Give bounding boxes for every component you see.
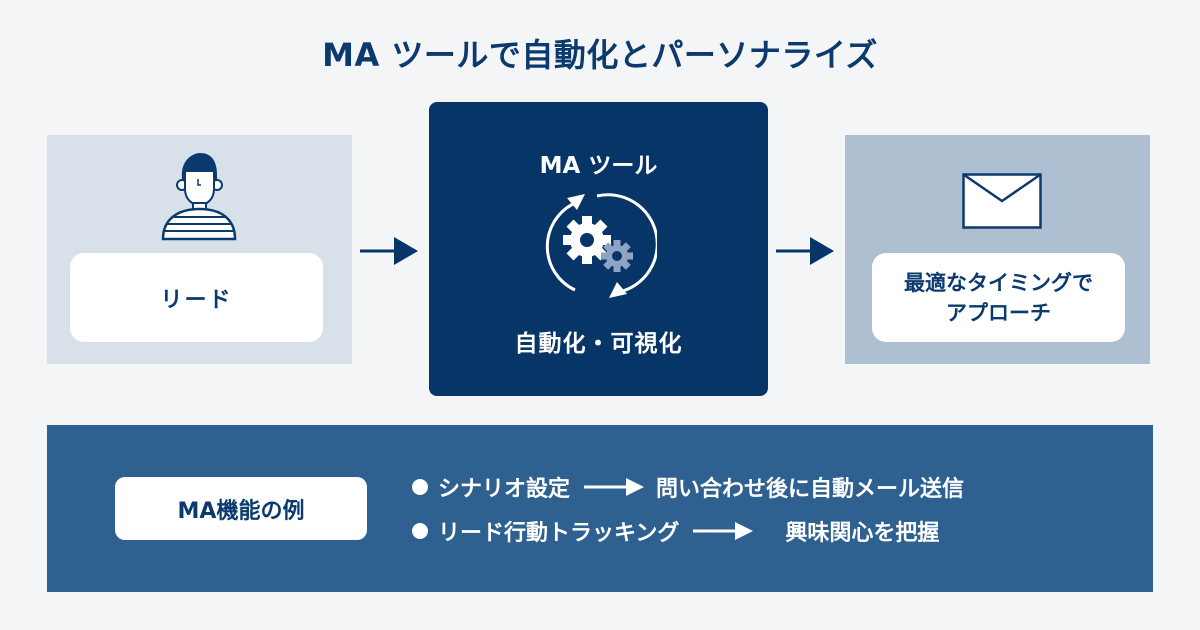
- feature-result: 興味関心を把握: [785, 521, 940, 546]
- ma-tool-box: MA ツール: [429, 102, 768, 396]
- features-badge: MA機能の例: [115, 477, 367, 540]
- features-panel: MA機能の例 シナリオ設定 問い合わせ後に自動メール送信 リード行動トラッキング…: [47, 425, 1153, 592]
- page-title: MA ツールで自動化とパーソナライズ: [322, 36, 878, 74]
- feature-list: シナリオ設定 問い合わせ後に自動メール送信 リード行動トラッキング 興味関心を把…: [412, 465, 964, 553]
- ma-tool-subtitle: 自動化・可視化: [514, 331, 683, 357]
- feature-result: 問い合わせ後に自動メール送信: [656, 477, 965, 502]
- feature-name: シナリオ設定: [438, 477, 571, 502]
- feature-item: シナリオ設定 問い合わせ後に自動メール送信: [412, 465, 964, 509]
- ma-tool-title: MA ツール: [539, 153, 658, 179]
- approach-label-line1: 最適なタイミングで: [904, 270, 1093, 295]
- approach-label-line2: アプローチ: [946, 300, 1051, 325]
- arrow-right-icon: [693, 522, 754, 540]
- person-icon: [161, 153, 237, 241]
- feature-name: リード行動トラッキング: [438, 521, 680, 546]
- bullet-icon: [412, 523, 428, 539]
- lead-label: リード: [160, 287, 233, 313]
- lead-label-card: リード: [70, 253, 323, 342]
- gear-cycle-icon: [545, 193, 657, 298]
- approach-box: 最適なタイミングで アプローチ: [845, 135, 1150, 364]
- feature-item: リード行動トラッキング 興味関心を把握: [412, 509, 964, 553]
- mail-icon: [962, 173, 1042, 229]
- lead-box: リード: [47, 135, 352, 364]
- arrow-right-icon: [360, 237, 418, 265]
- arrow-right-icon: [776, 237, 834, 265]
- arrow-right-icon: [584, 478, 645, 496]
- approach-label-card: 最適なタイミングで アプローチ: [872, 253, 1125, 342]
- bullet-icon: [412, 479, 428, 495]
